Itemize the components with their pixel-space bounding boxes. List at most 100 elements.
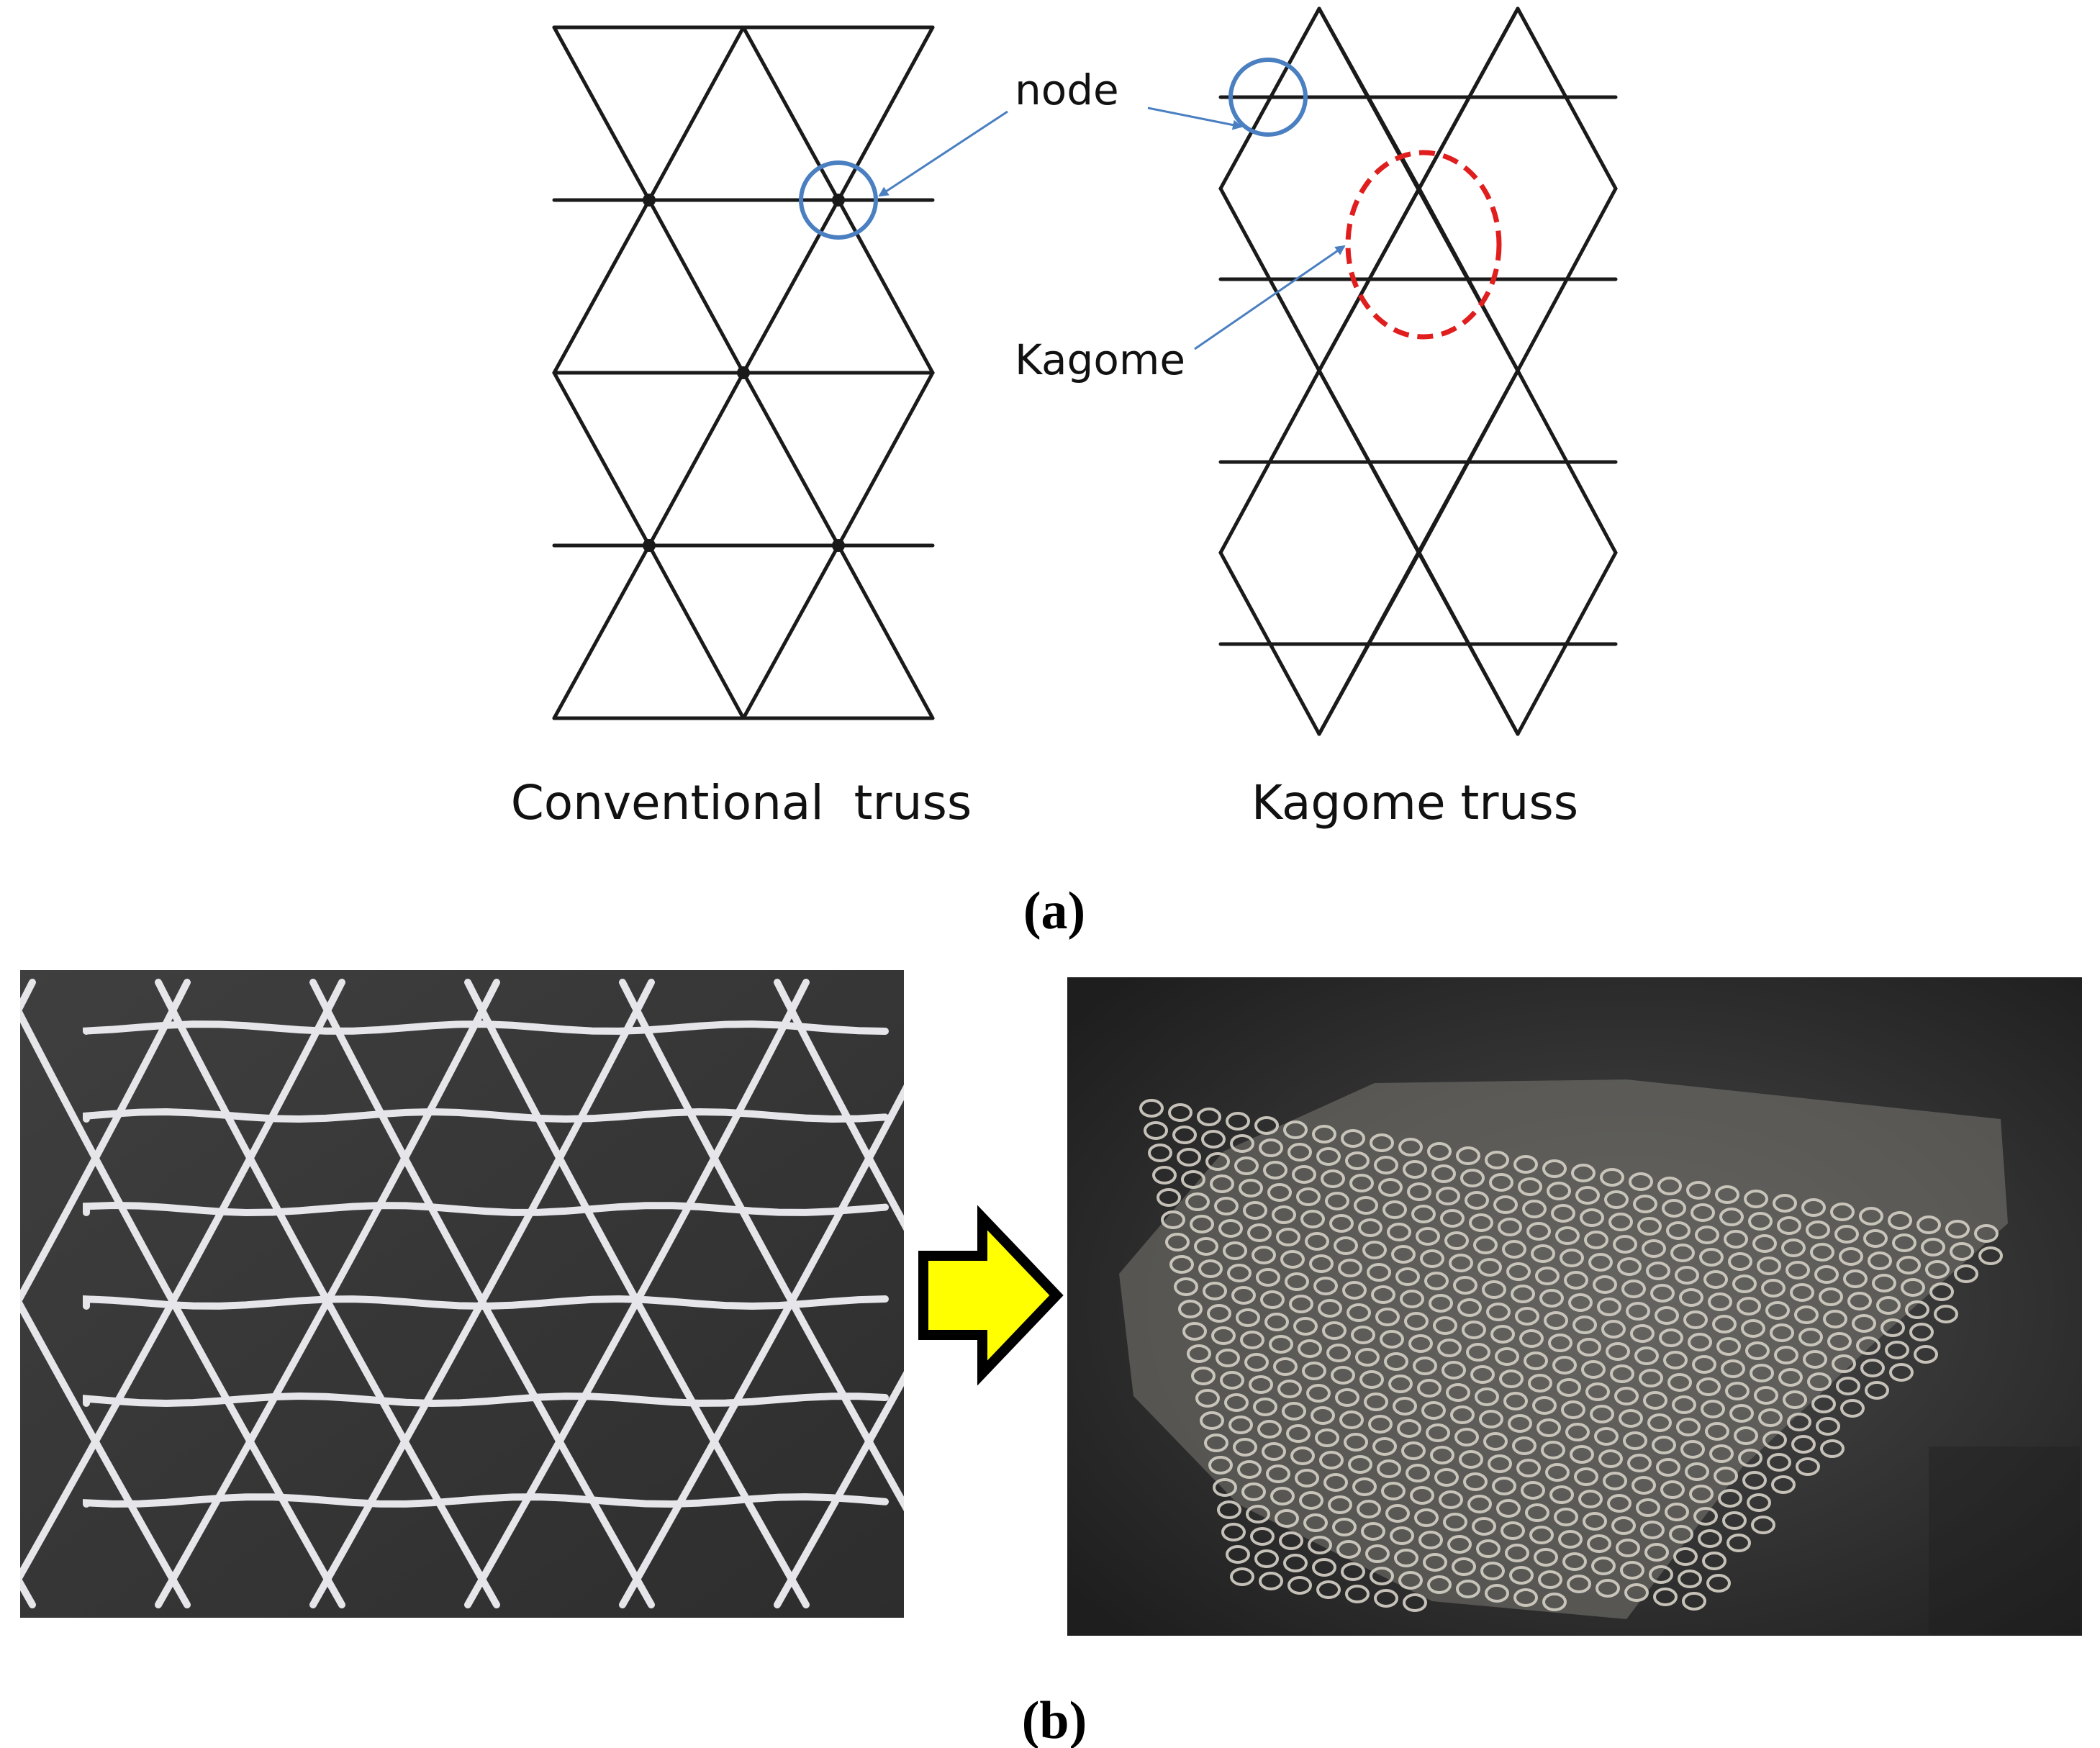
lattice-cell xyxy=(1836,1377,1860,1395)
lattice-cell xyxy=(1319,1451,1344,1470)
lattice-cell xyxy=(1368,1415,1393,1434)
lattice-cell xyxy=(1430,1446,1454,1464)
node-callout-arrow-2 xyxy=(1147,107,1243,130)
lattice-cell xyxy=(1529,1526,1554,1544)
lattice-cell xyxy=(1557,1378,1581,1397)
lattice-cell xyxy=(1380,1330,1404,1349)
lattice-cell xyxy=(1519,1329,1544,1348)
lattice-cell xyxy=(1181,1170,1205,1189)
lattice-cell xyxy=(1264,1313,1289,1331)
lattice-cell xyxy=(1525,1503,1549,1522)
lattice-cell xyxy=(1460,1169,1485,1187)
lattice-cell xyxy=(1252,1246,1276,1264)
lattice-cell xyxy=(1454,1428,1479,1446)
lattice-cell xyxy=(1287,1576,1312,1595)
lattice-cell xyxy=(1852,1314,1876,1333)
lattice-cell xyxy=(1777,1216,1801,1235)
lattice-cell xyxy=(1370,1567,1394,1585)
mesh-wire-diagonal xyxy=(774,979,904,1231)
lattice-cell xyxy=(1218,1219,1243,1238)
lattice-cell xyxy=(1361,1522,1385,1541)
lattice-cell xyxy=(1309,1254,1334,1273)
lattice-cell xyxy=(1190,1215,1214,1233)
lattice-cell xyxy=(1577,1338,1601,1357)
lattice-cell xyxy=(1583,1512,1607,1531)
lattice-cell xyxy=(1914,1345,1938,1364)
lattice-cell xyxy=(1316,1147,1341,1166)
lattice-cell xyxy=(1762,1431,1787,1449)
lattice-cell xyxy=(1549,1485,1574,1504)
lattice-cell xyxy=(1385,1504,1410,1523)
kagome-cell-highlight xyxy=(1345,150,1502,340)
lattice-cell xyxy=(1177,1148,1201,1167)
lattice-cell xyxy=(1551,1204,1575,1223)
lattice-cell xyxy=(1168,1103,1192,1122)
lattice-cell xyxy=(1182,1322,1207,1341)
lattice-cell xyxy=(1472,1517,1496,1536)
lattice-cell xyxy=(1348,1455,1372,1474)
lattice-cell xyxy=(1254,1549,1279,1568)
lattice-cell xyxy=(1276,1228,1300,1246)
lattice-cell xyxy=(1647,1413,1672,1432)
lattice-cell xyxy=(1201,1130,1226,1149)
lattice-cell xyxy=(1623,1431,1647,1450)
lattice-cell xyxy=(1513,1155,1538,1174)
lattice-cell xyxy=(1885,1341,1909,1359)
lattice-cell xyxy=(1443,1513,1467,1531)
lattice-cell xyxy=(1742,1471,1767,1490)
lattice-cell xyxy=(1384,1352,1408,1371)
lattice-cell xyxy=(1210,1174,1234,1193)
lattice-cell xyxy=(1214,1197,1239,1215)
lattice-cell xyxy=(1275,1509,1299,1528)
lattice-cell xyxy=(1611,1516,1636,1535)
lattice-cell xyxy=(1738,1449,1762,1467)
lattice-cell xyxy=(1761,1279,1786,1298)
lattice-cell xyxy=(1377,1459,1401,1478)
lattice-cell xyxy=(1594,1427,1619,1446)
lattice-cell xyxy=(1607,1494,1631,1513)
lattice-cell xyxy=(1459,1450,1483,1469)
lattice-cell xyxy=(1954,1264,1978,1283)
lattice-cell xyxy=(1512,1436,1536,1455)
lattice-cell xyxy=(1501,1521,1525,1540)
lattice-cell xyxy=(1411,1205,1436,1223)
lattice-cell xyxy=(1204,1434,1228,1452)
mesh-wire-diagonal xyxy=(155,979,500,1608)
lattice-cell xyxy=(1624,1583,1649,1602)
lattice-cell xyxy=(1434,1468,1459,1487)
lattice-cell xyxy=(1773,1194,1797,1213)
lattice-cell xyxy=(1139,1099,1164,1118)
mesh-wire-diagonal xyxy=(20,1007,345,1608)
lattice-cell xyxy=(1660,1480,1685,1499)
lattice-cell xyxy=(1467,1495,1492,1513)
kagome-callout-label: Kagome xyxy=(1015,335,1185,384)
lattice-cell xyxy=(1630,1324,1655,1343)
lattice-cell xyxy=(1600,1168,1624,1187)
lattice-cell xyxy=(1670,1244,1695,1262)
lattice-cell xyxy=(1152,1166,1177,1185)
lattice-cell xyxy=(1823,1310,1847,1328)
lattice-cell xyxy=(1678,1570,1702,1588)
lattice-cell xyxy=(1323,1473,1348,1492)
lattice-cell xyxy=(1243,1201,1267,1220)
lattice-cell xyxy=(1378,1178,1403,1197)
lattice-cell xyxy=(1367,1263,1391,1282)
lattice-cell xyxy=(1544,1311,1568,1330)
lattice-cell xyxy=(1437,1339,1462,1357)
lattice-cell xyxy=(1950,1242,1974,1261)
lattice-cell xyxy=(1485,1151,1509,1169)
lattice-cell xyxy=(1456,1146,1480,1165)
lattice-cell xyxy=(1787,1413,1811,1431)
lattice-cell xyxy=(1673,1547,1698,1566)
lattice-cell xyxy=(1502,1240,1526,1259)
lattice-cell xyxy=(1757,1256,1781,1275)
lattice-cell xyxy=(1843,1269,1868,1288)
lattice-cell xyxy=(1244,1353,1269,1372)
lattice-cell xyxy=(1391,1245,1416,1264)
lattice-cell xyxy=(1318,1299,1342,1318)
lattice-cell xyxy=(1217,1500,1241,1519)
lattice-cell xyxy=(1178,1300,1203,1318)
lattice-cell xyxy=(1436,1187,1460,1205)
lattice-cell xyxy=(1228,1416,1253,1434)
lattice-cell xyxy=(1574,1467,1598,1486)
